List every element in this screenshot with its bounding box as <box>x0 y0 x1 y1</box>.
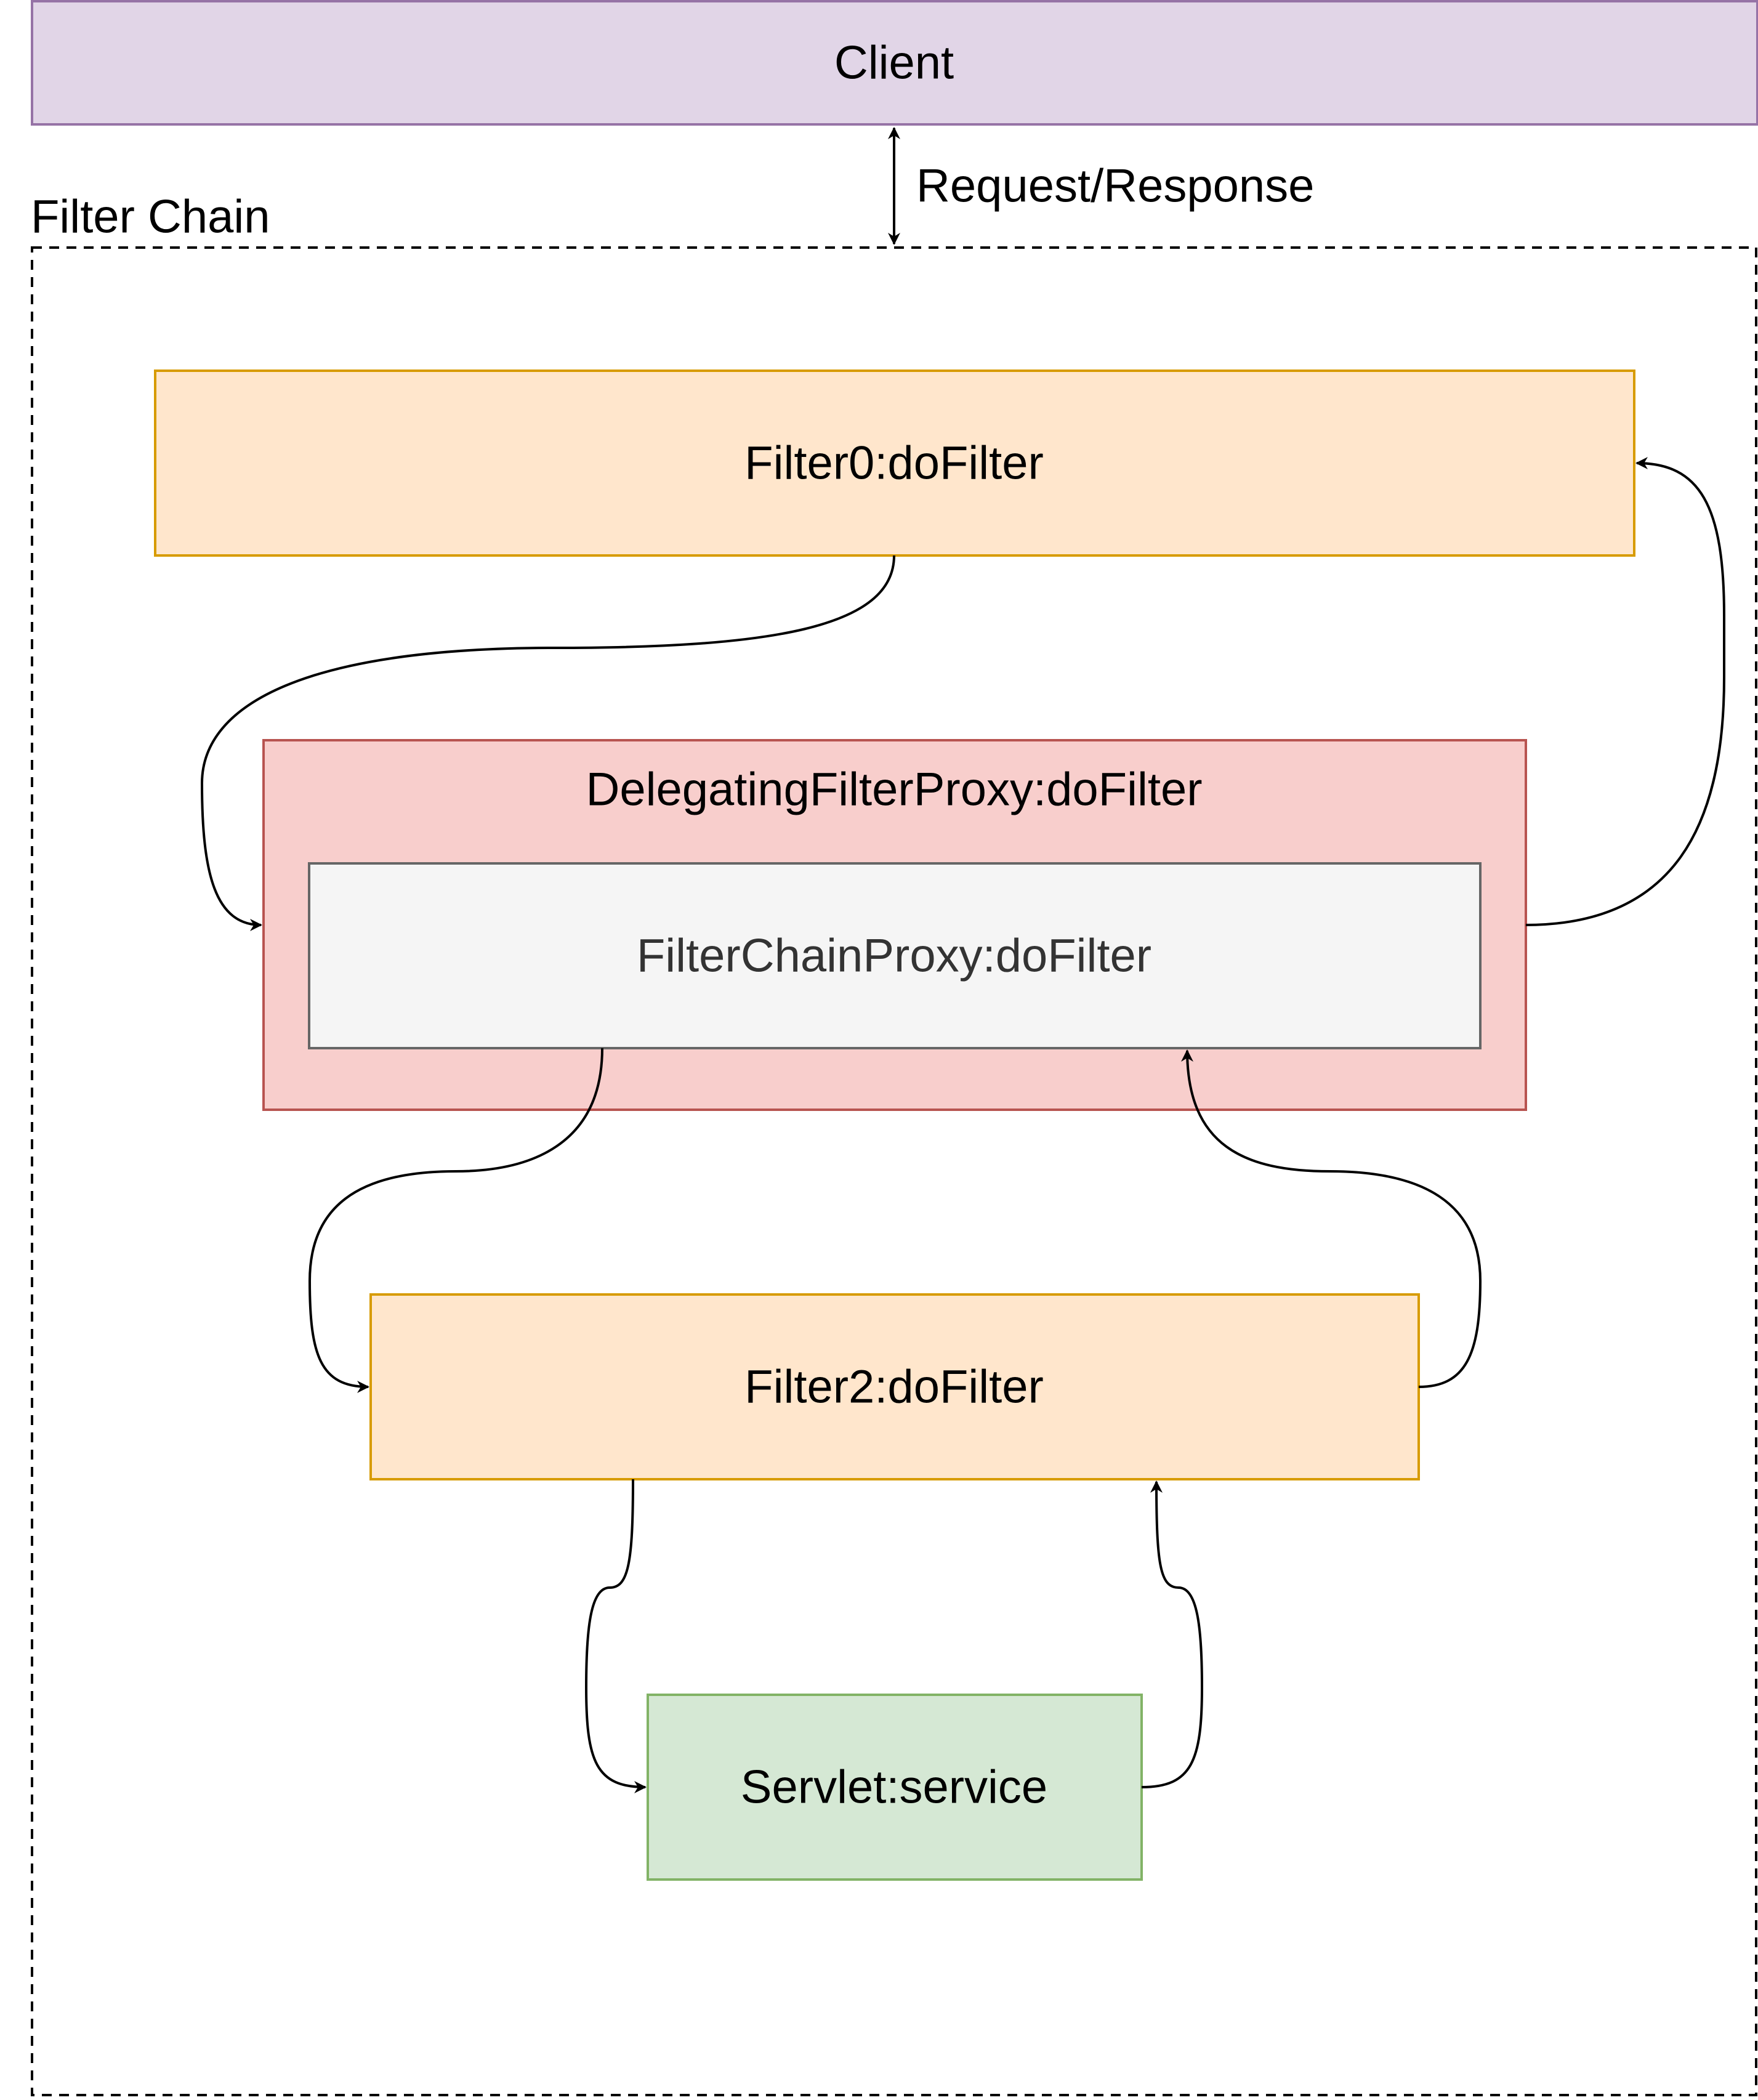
filter-chain-container: Filter Chain <box>31 191 1757 2096</box>
request-response-edge: Request/Response <box>888 127 1314 245</box>
client-node: Client <box>31 0 1758 126</box>
filter0-label: Filter0:doFilter <box>744 437 1044 490</box>
request-response-label: Request/Response <box>916 160 1314 212</box>
edge-delegating-filter-proxy-to-filter0 <box>1525 457 1725 926</box>
filter-chain-proxy-box <box>308 862 1482 1049</box>
client-box <box>31 0 1758 126</box>
edges <box>200 457 1725 1793</box>
filter2-label: Filter2:doFilter <box>744 1361 1044 1413</box>
filter0-node: Filter0:doFilter <box>154 370 1635 557</box>
filter-chain-border <box>31 246 1757 2096</box>
edge-filter2-to-servlet <box>584 1479 647 1793</box>
filter-chain-proxy-node: FilterChainProxy:doFilter <box>308 862 1482 1049</box>
filter2-node: Filter2:doFilter <box>369 1293 1420 1480</box>
servlet-label: Servlet:service <box>741 1761 1047 1814</box>
edge-filter0-to-delegating-filter-proxy <box>200 555 895 931</box>
servlet-node: Servlet:service <box>647 1694 1143 1881</box>
client-label: Client <box>834 37 954 89</box>
filter-chain-proxy-label: FilterChainProxy:doFilter <box>637 930 1151 982</box>
filter-chain-label: Filter Chain <box>31 191 270 243</box>
edge-servlet-to-filter2 <box>1141 1480 1204 1788</box>
delegating-filter-proxy-label: DelegatingFilterProxy:doFilter <box>586 764 1202 816</box>
edge-filter2-to-filter-chain-proxy <box>1181 1049 1482 1388</box>
edge-filter-chain-proxy-to-filter2 <box>308 1048 603 1393</box>
servlet-box <box>647 1694 1143 1881</box>
